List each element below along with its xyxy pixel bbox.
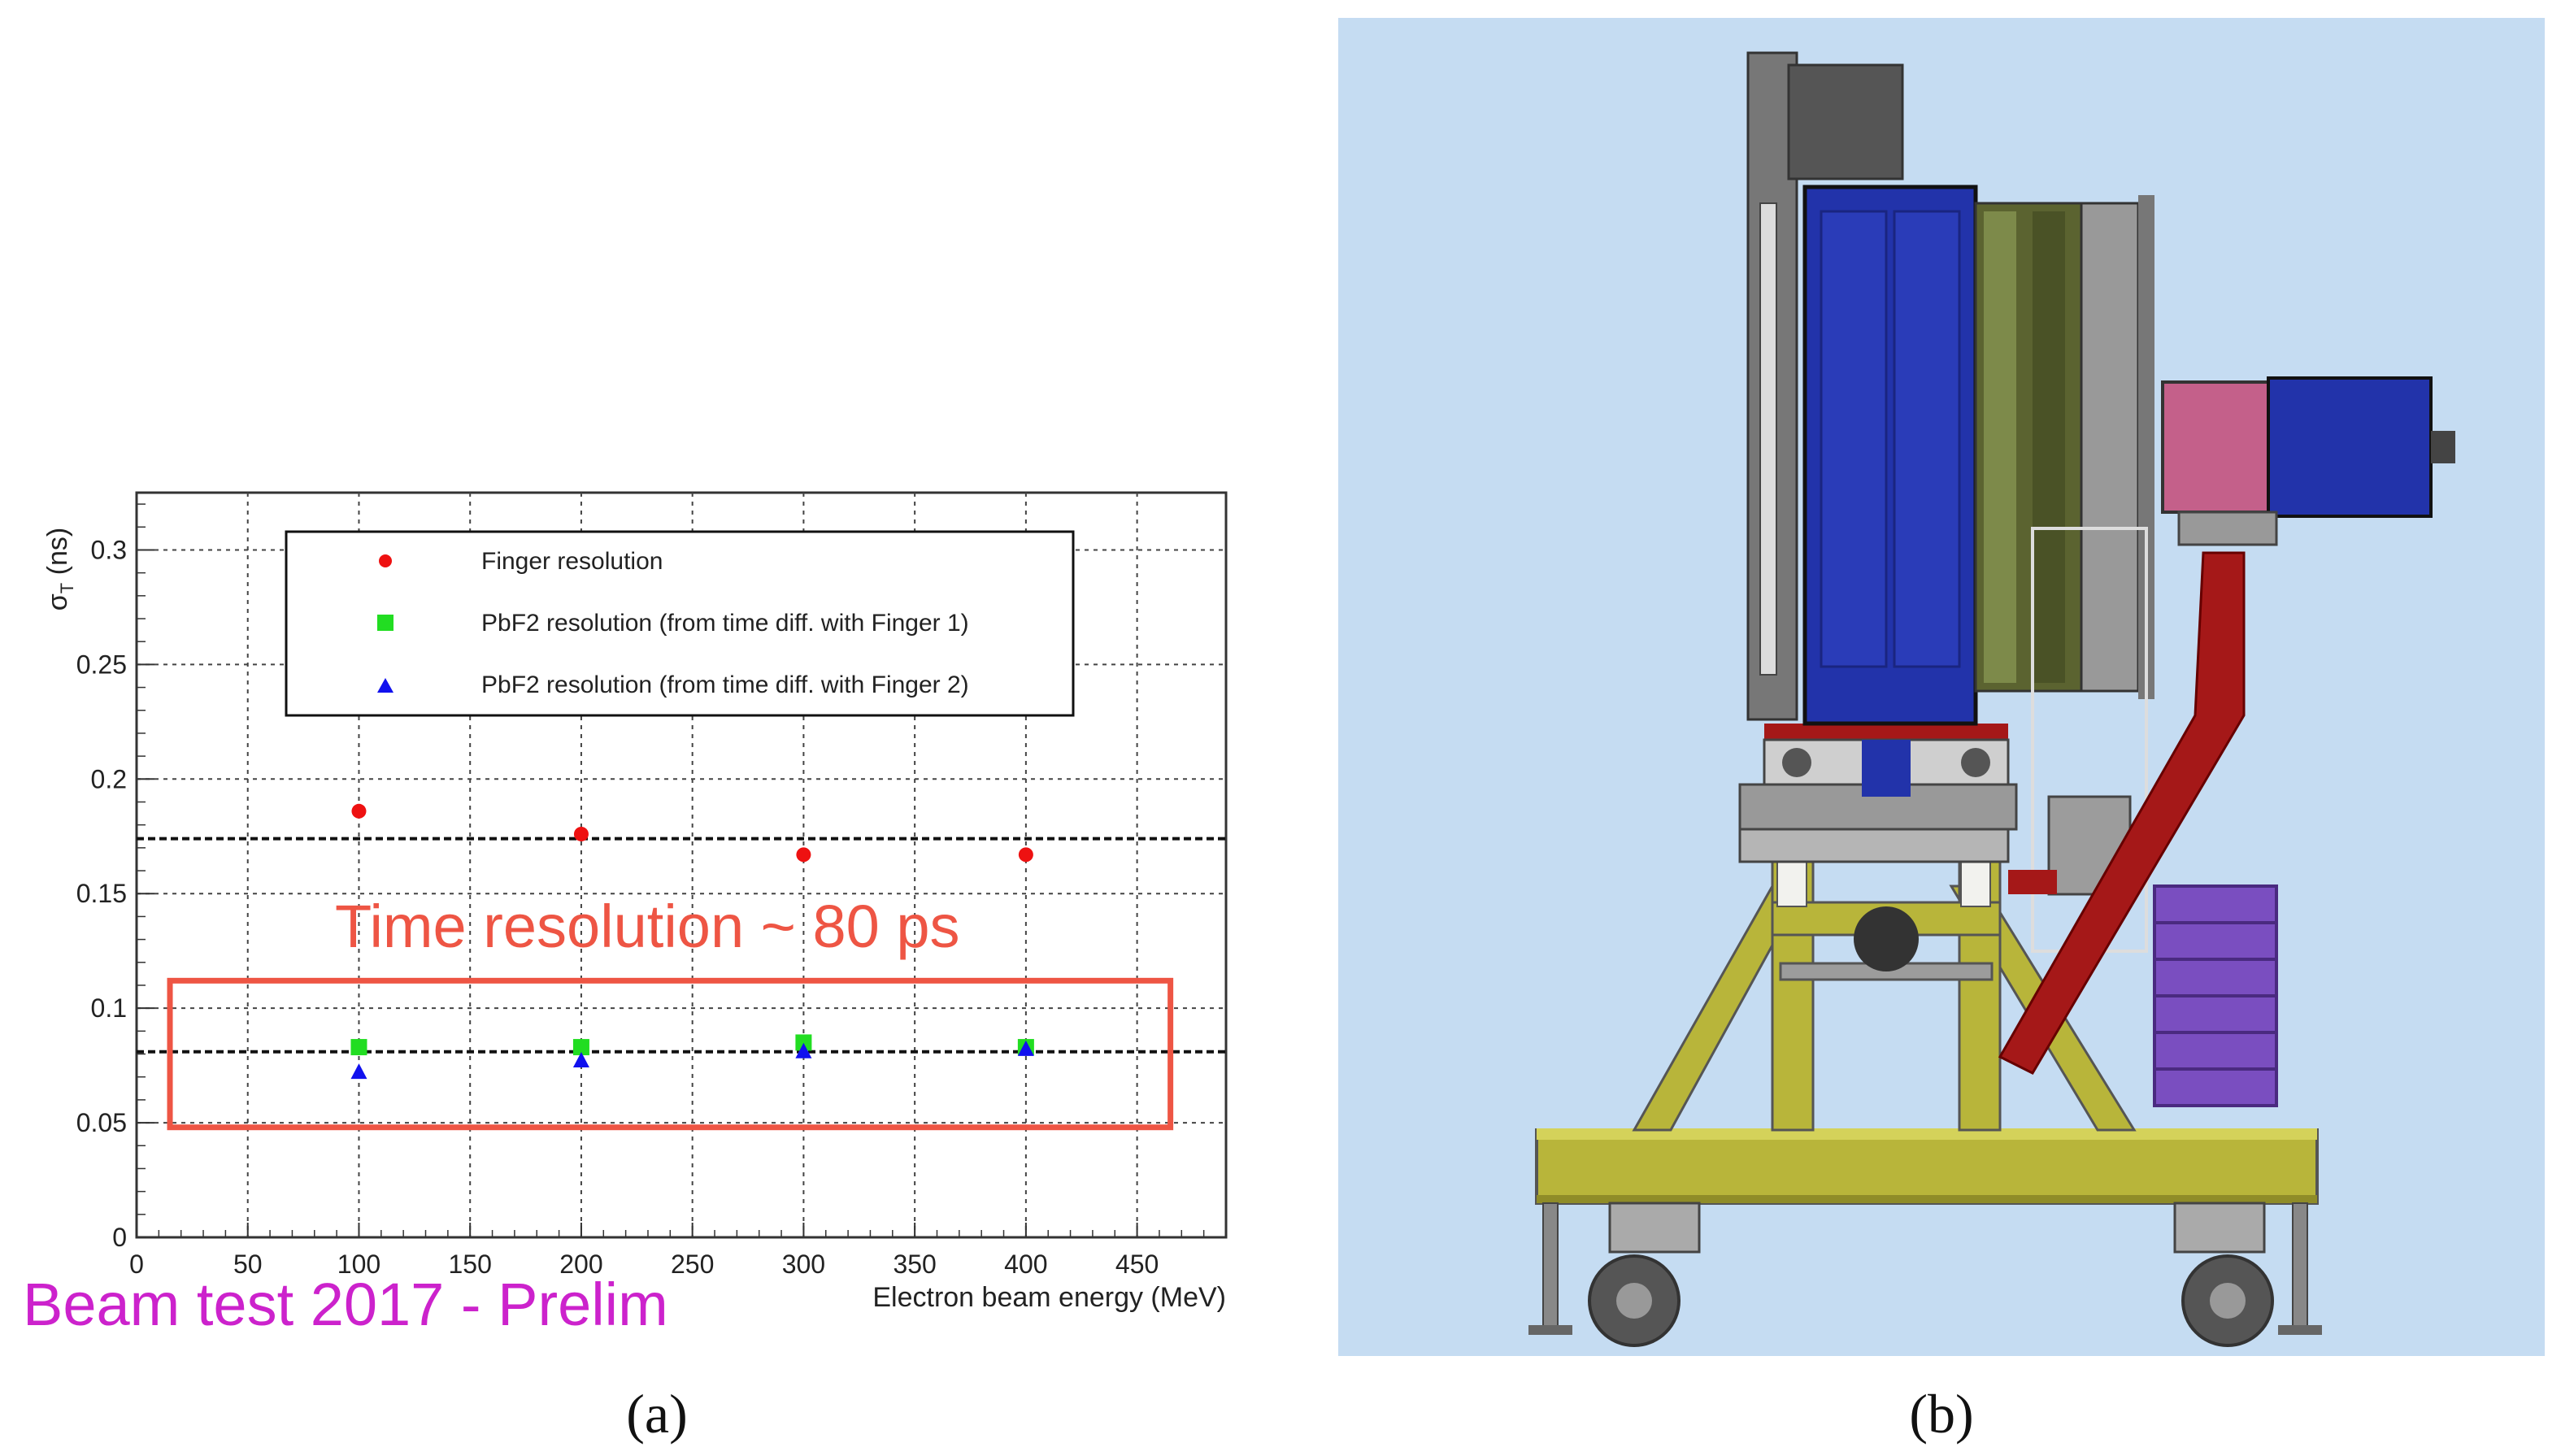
x-tick-label: 400 (1004, 1250, 1047, 1279)
casters (1528, 1202, 2322, 1347)
legend-marker-pbf2-finger1 (377, 615, 393, 631)
axis-ticks (136, 503, 1227, 1238)
x-tick-label: 450 (1115, 1250, 1159, 1279)
legend: Finger resolution PbF2 resolution (from … (285, 530, 1075, 717)
y-tick-label: 0.1 (91, 993, 127, 1023)
point-pbf2-finger2 (795, 1042, 812, 1058)
x-tick-labels: 0 50 100 150 200 250 300 350 400 450 (129, 1250, 1159, 1279)
svg-text:σT (ns): σT (ns) (42, 528, 77, 611)
x-tick-label: 0 (129, 1250, 144, 1279)
x-tick-label: 250 (671, 1250, 714, 1279)
highlight-box (167, 977, 1174, 1131)
y-tick-label: 0.25 (76, 650, 127, 679)
y-tick-label: 0 (112, 1223, 127, 1252)
legend-label-pbf2-finger2: PbF2 resolution (from time diff. with Fi… (481, 671, 969, 698)
resolution-chart: 0 50 100 150 200 250 300 350 400 450 0 0.05 0.1 0.15… (23, 491, 1228, 1338)
y-tick-label: 0.3 (91, 535, 127, 564)
data-points (350, 803, 1034, 1080)
x-tick-label: 200 (559, 1250, 602, 1279)
y-tick-label: 0.15 (76, 879, 127, 908)
y-axis-symbol: σ (42, 593, 73, 611)
point-pbf2-finger2 (350, 1063, 367, 1080)
point-pbf2-finger1 (350, 1039, 367, 1056)
time-resolution-annotation: Time resolution ~ 80 ps (335, 893, 959, 960)
panel-label-a: (a) (626, 1383, 687, 1445)
sensor-module (2161, 376, 2455, 546)
x-tick-label: 100 (337, 1250, 380, 1279)
y-tick-label: 0.2 (91, 764, 127, 793)
point-pbf2-finger1 (795, 1034, 812, 1051)
y-axis-unit: (ns) (42, 528, 73, 576)
x-tick-label: 150 (449, 1250, 492, 1279)
table-stage (1738, 724, 2018, 863)
point-finger (796, 847, 811, 863)
y-axis-label: σT (ns) (42, 528, 77, 611)
x-tick-label: 50 (233, 1250, 263, 1279)
panel-label-b: (b) (1909, 1383, 1973, 1445)
y-tick-label: 0.05 (76, 1108, 127, 1137)
electronics-boards (2153, 884, 2278, 1107)
beam-test-label: Beam test 2017 - Prelim (23, 1271, 668, 1338)
x-tick-label: 350 (893, 1250, 936, 1279)
point-pbf2-finger2 (1017, 1040, 1034, 1056)
y-axis-subscript: T (57, 583, 77, 593)
point-finger (351, 803, 367, 819)
legend-label-pbf2-finger1: PbF2 resolution (from time diff. with Fi… (481, 610, 969, 637)
red-support-arm (1998, 551, 2246, 1075)
detector-drawing (1338, 18, 2545, 1356)
legend-label-finger: Finger resolution (481, 548, 663, 575)
point-finger (1018, 847, 1033, 863)
calorimeter-body (1746, 51, 2154, 726)
y-tick-labels: 0 0.05 0.1 0.15 0.2 0.25 0.3 (76, 535, 127, 1252)
point-pbf2-finger2 (572, 1051, 589, 1067)
point-pbf2-finger1 (572, 1039, 589, 1056)
support-frame (1535, 860, 2319, 1205)
x-tick-label: 300 (782, 1250, 825, 1279)
x-axis-label: Electron beam energy (MeV) (872, 1282, 1226, 1313)
legend-marker-finger (379, 554, 392, 567)
legend-marker-pbf2-finger2 (377, 678, 393, 693)
point-finger (573, 826, 589, 841)
